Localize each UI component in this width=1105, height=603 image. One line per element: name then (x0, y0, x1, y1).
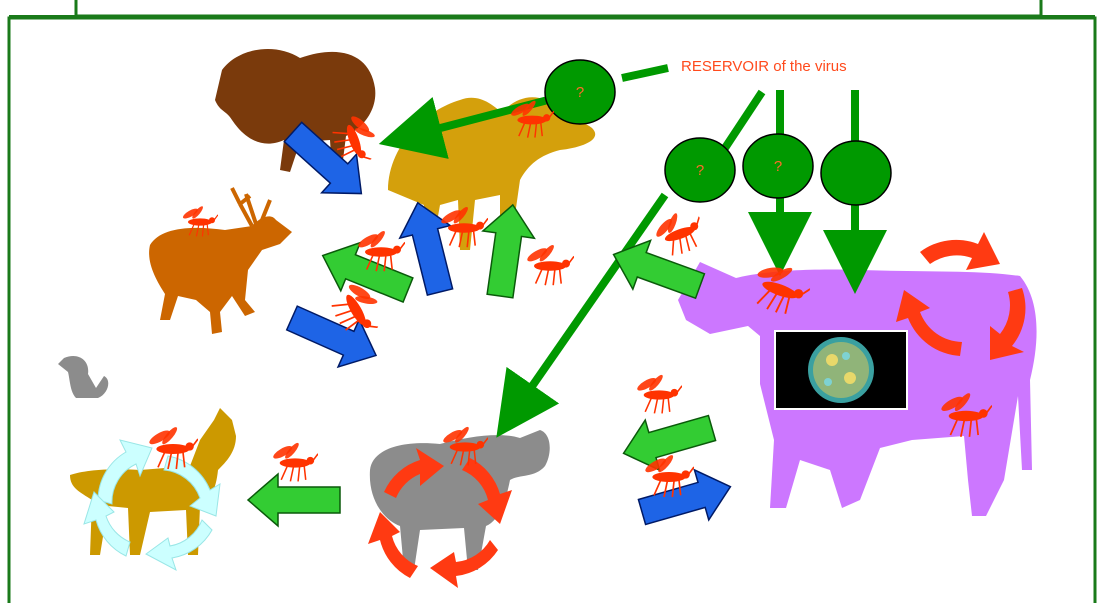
arrow-cow-to-sheep (616, 403, 719, 478)
reservoir-node-top: ? (545, 60, 615, 124)
reservoir-node-1: ? (665, 138, 735, 202)
rodent-silhouette (58, 356, 108, 398)
arrow-sheep-to-goat (248, 474, 340, 526)
goat-silhouette (70, 408, 236, 555)
deer-silhouette (149, 188, 292, 334)
reservoir-node-top-label: ? (576, 84, 584, 101)
reservoir-node-3 (821, 141, 891, 205)
virus-particle-image (775, 331, 907, 409)
reservoir-node-2: ? (743, 134, 813, 198)
bison-silhouette (215, 49, 375, 172)
reservoir-label: RESERVOIR of the virus (681, 58, 847, 75)
arrow-deer-up (474, 201, 538, 299)
arrow-to-sheep (281, 294, 386, 379)
reservoir-node-1-label: ? (696, 162, 704, 179)
reservoir-node-2-label: ? (774, 158, 782, 175)
